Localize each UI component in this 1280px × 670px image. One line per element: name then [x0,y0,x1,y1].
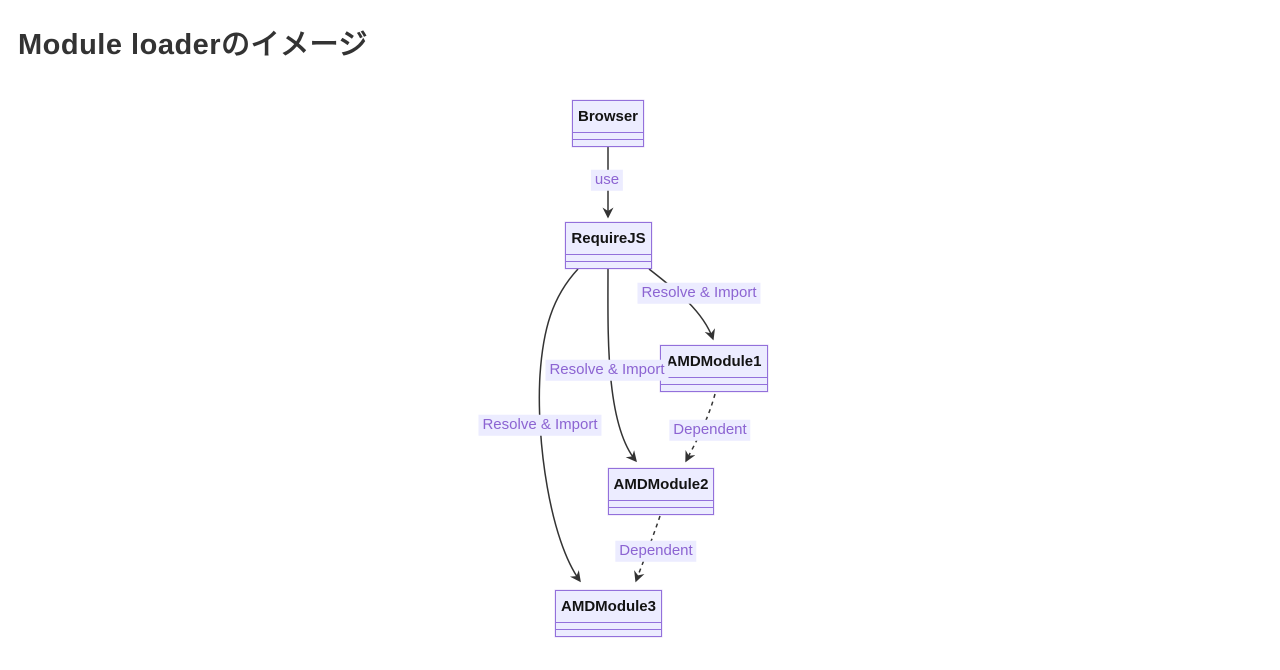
node-amdmodule3-label: AMDModule3 [561,598,656,615]
node-requirejs-methods-compartment [566,261,651,268]
node-amdmodule3-methods-compartment [556,629,661,636]
node-amdmodule3-attributes-compartment [556,622,661,629]
node-amdmodule2-label: AMDModule2 [613,476,709,493]
edge-label-use: use [590,169,624,191]
node-browser-label: Browser [577,108,639,125]
node-requirejs-attributes-compartment [566,254,651,261]
node-amdmodule2-methods-compartment [609,507,713,514]
node-browser-attributes-compartment [573,132,643,139]
edge-requirejs-resolve-amdmodule1 [648,268,715,341]
node-amdmodule1-attributes-compartment [661,377,767,384]
edge-label-dependent-1: Dependent [669,419,751,441]
node-amdmodule1-methods-compartment [661,384,767,391]
edge-label-dependent-2: Dependent [615,540,697,562]
node-amdmodule2: AMDModule2 [608,468,714,515]
node-amdmodule3: AMDModule3 [555,590,662,637]
edge-label-resolve-import-3: Resolve & Import [478,414,602,436]
page-title: Module loaderのイメージ [18,29,368,62]
edge-label-resolve-import-1: Resolve & Import [637,282,761,304]
node-requirejs-label: RequireJS [571,230,646,247]
node-browser: Browser [572,100,644,147]
edge-label-resolve-import-2: Resolve & Import [545,359,669,381]
node-amdmodule1-label: AMDModule1 [666,353,762,370]
node-browser-methods-compartment [573,139,643,146]
edge-amdmodule1-dependent-amdmodule2 [685,393,716,463]
node-requirejs: RequireJS [565,222,652,269]
edge-requirejs-resolve-amdmodule3 [538,268,581,583]
node-amdmodule2-attributes-compartment [609,500,713,507]
node-amdmodule1: AMDModule1 [660,345,768,392]
